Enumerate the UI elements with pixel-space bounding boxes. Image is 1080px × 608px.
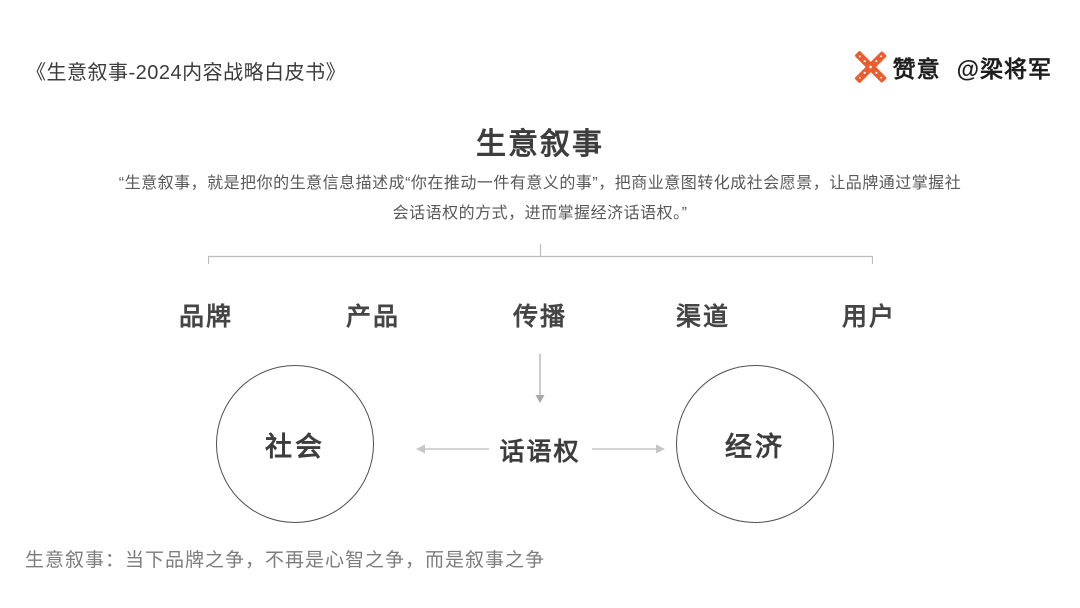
economy-circle: 经济 — [676, 365, 834, 523]
quote-line-2: 会话语权的方式，进而掌握经济话语权。” — [392, 205, 688, 222]
discourse-power-label: 话语权 — [499, 438, 581, 466]
top-brace — [207, 243, 874, 270]
author-handle: @梁将军 — [956, 56, 1052, 82]
economy-label: 经济 — [725, 431, 785, 462]
brand-name: 赞意 — [892, 56, 941, 82]
chain-label-spread: 传播 — [512, 303, 568, 331]
footer-caption: 生意叙事：当下品牌之争，不再是心智之争，而是叙事之争 — [25, 550, 546, 571]
society-label: 社会 — [265, 431, 325, 462]
down-arrow-icon — [534, 354, 546, 409]
chain-label-channel: 渠道 — [675, 303, 731, 331]
right-arrow-icon — [592, 442, 666, 460]
chain-label-brand: 品牌 — [178, 303, 234, 331]
brand-area: 赞意 @梁将军 — [854, 50, 1052, 84]
brand-x-logo-icon — [854, 50, 887, 84]
doc-title: 《生意叙事-2024内容战略白皮书》 — [26, 62, 347, 84]
society-circle: 社会 — [216, 365, 374, 523]
left-arrow-icon — [415, 442, 489, 460]
page-title: 生意叙事 — [476, 128, 604, 161]
chain-label-product: 产品 — [345, 303, 401, 331]
chain-label-user: 用户 — [841, 303, 897, 331]
quote-line-1: “生意叙事，就是把你的生意信息描述成“你在推动一件有意义的事”，把商业意图转化成… — [118, 175, 962, 192]
quote-paragraph: “生意叙事，就是把你的生意信息描述成“你在推动一件有意义的事”，把商业意图转化成… — [0, 169, 1080, 229]
